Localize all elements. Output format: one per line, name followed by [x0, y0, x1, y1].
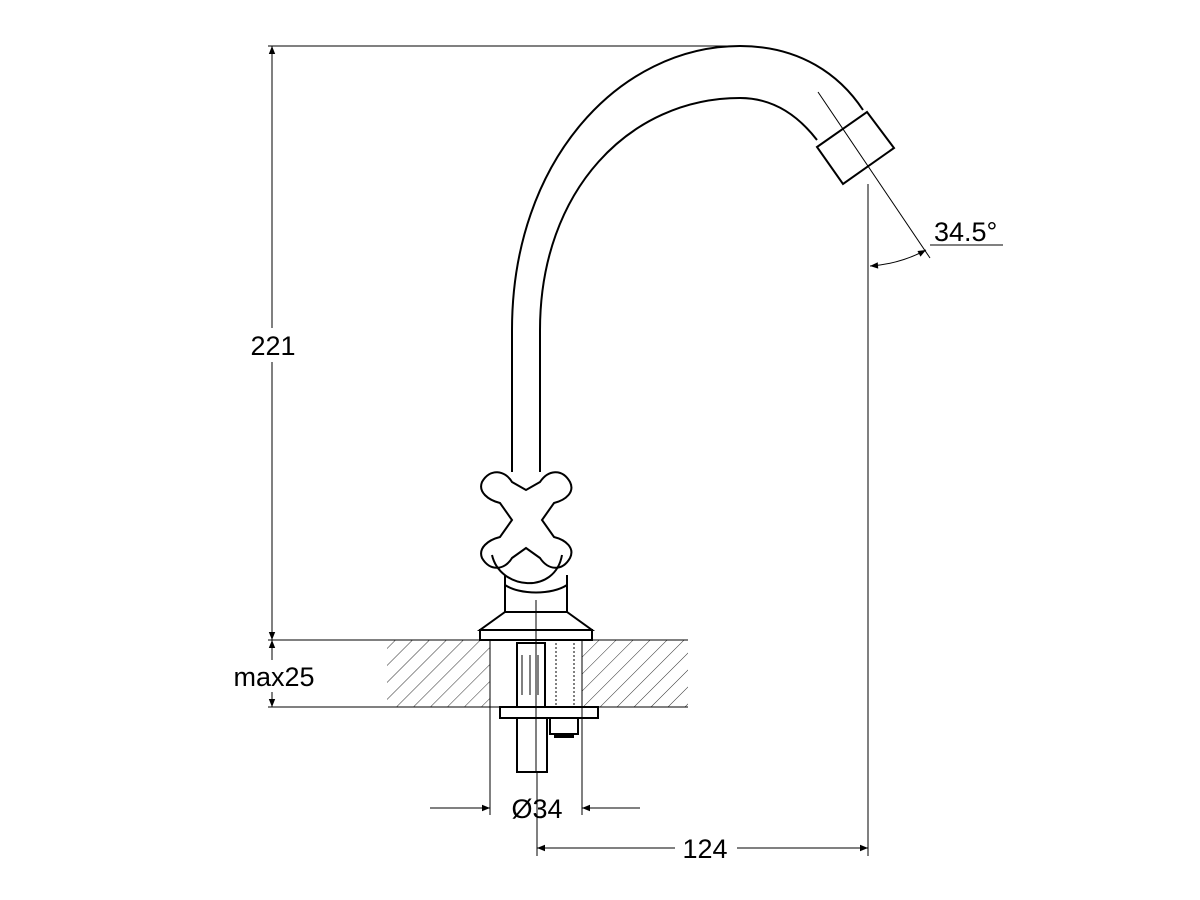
- angle-label: 34.5°: [934, 217, 997, 247]
- mounting-hardware: [499, 600, 599, 773]
- dimension-countertop: max25: [226, 640, 322, 707]
- countertop: [268, 639, 688, 708]
- reach-label: 124: [682, 834, 727, 864]
- dimension-angle: 34.5°: [869, 217, 1003, 269]
- height-label: 221: [250, 331, 295, 361]
- spout: [511, 44, 931, 472]
- dimension-height: 221: [244, 45, 740, 640]
- dimension-reach: 124: [536, 184, 869, 864]
- aerator-centerline: [817, 91, 931, 259]
- countertop-label: max25: [233, 662, 314, 692]
